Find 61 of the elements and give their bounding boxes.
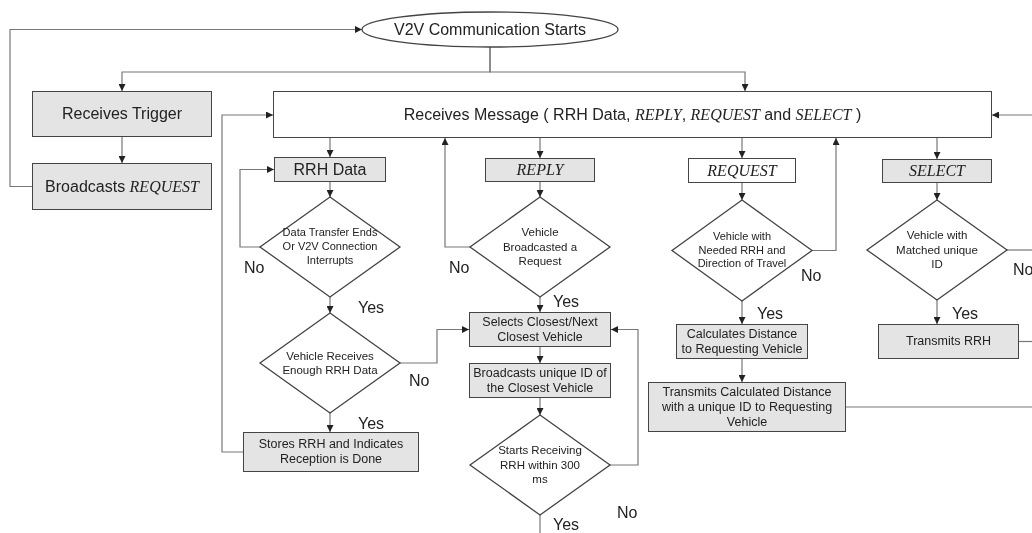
arrow bbox=[441, 137, 471, 248]
arrow bbox=[536, 181, 544, 198]
connector-line bbox=[1006, 249, 1032, 251]
edge-label: Yes bbox=[552, 294, 581, 310]
arrow bbox=[991, 111, 1032, 119]
process-box: Receives Message ( RRH Data, REPLY, REQUEST and SELECT ) bbox=[273, 91, 992, 138]
edge-label: No bbox=[448, 260, 471, 276]
arrow bbox=[399, 326, 470, 364]
arrow bbox=[239, 166, 275, 248]
edge-label: No bbox=[1012, 262, 1032, 278]
arrow bbox=[536, 397, 544, 416]
edge-label: No bbox=[800, 268, 823, 284]
arrow bbox=[933, 299, 941, 325]
arrow bbox=[536, 296, 544, 313]
process-box: Broadcasts REQUEST bbox=[32, 163, 212, 210]
process-box: Calculates Distance to Requesting Vehicle bbox=[676, 324, 808, 359]
arrow bbox=[609, 326, 639, 466]
arrow bbox=[811, 137, 840, 252]
edge-label: Yes bbox=[756, 306, 785, 322]
arrow bbox=[9, 26, 363, 188]
start-label: V2V Communication Starts bbox=[393, 19, 587, 40]
arrow bbox=[118, 136, 126, 164]
connector-line bbox=[845, 406, 1032, 408]
process-box: RRH Data bbox=[274, 157, 386, 182]
process-box: Stores RRH and Indicates Reception is Done bbox=[243, 432, 419, 472]
edge-label: No bbox=[616, 505, 639, 521]
arrow bbox=[326, 181, 334, 198]
arrow bbox=[738, 137, 746, 159]
decision-text: Vehicle Broadcasted a Request bbox=[501, 225, 579, 269]
decision-text: Vehicle Receives Enough RRH Data bbox=[281, 348, 379, 378]
arrow bbox=[489, 46, 749, 92]
decision-text: Vehicle with Matched unique ID bbox=[895, 228, 979, 272]
arrow bbox=[326, 412, 334, 433]
decision-text: Vehicle with Needed RRH and Direction of Travel bbox=[696, 229, 788, 272]
arrow bbox=[738, 300, 746, 325]
process-box: Receives Trigger bbox=[32, 91, 212, 137]
arrow bbox=[536, 137, 544, 159]
arrow bbox=[738, 358, 746, 383]
edge-label: Yes bbox=[357, 300, 386, 316]
process-box: REPLY bbox=[485, 158, 595, 182]
connector-line bbox=[539, 514, 541, 533]
arrow bbox=[933, 182, 941, 201]
decision-text: Data Transfer Ends Or V2V Connection Interrupts bbox=[281, 226, 379, 268]
edge-label: No bbox=[243, 260, 266, 276]
decision-text: Starts Receiving RRH within 300 ms bbox=[497, 443, 583, 487]
process-box: SELECT bbox=[882, 159, 992, 183]
process-box: Selects Closest/Next Closest Vehicle bbox=[469, 312, 611, 347]
process-box: REQUEST bbox=[688, 158, 796, 183]
arrow bbox=[326, 137, 334, 158]
arrow bbox=[326, 296, 334, 314]
process-box: Transmits RRH bbox=[878, 324, 1019, 359]
process-box: Transmits Calculated Distance with a unique ID to Requesting Vehicle bbox=[648, 382, 846, 432]
process-box: Broadcasts unique ID of the Closest Vehicle bbox=[469, 363, 611, 398]
arrow bbox=[221, 111, 274, 453]
edge-label: Yes bbox=[552, 517, 581, 533]
arrow bbox=[933, 137, 941, 160]
arrow bbox=[738, 182, 746, 201]
arrow bbox=[536, 346, 544, 364]
edge-label: Yes bbox=[357, 416, 386, 432]
edge-label: Yes bbox=[951, 306, 980, 322]
edge-label: No bbox=[408, 373, 431, 389]
